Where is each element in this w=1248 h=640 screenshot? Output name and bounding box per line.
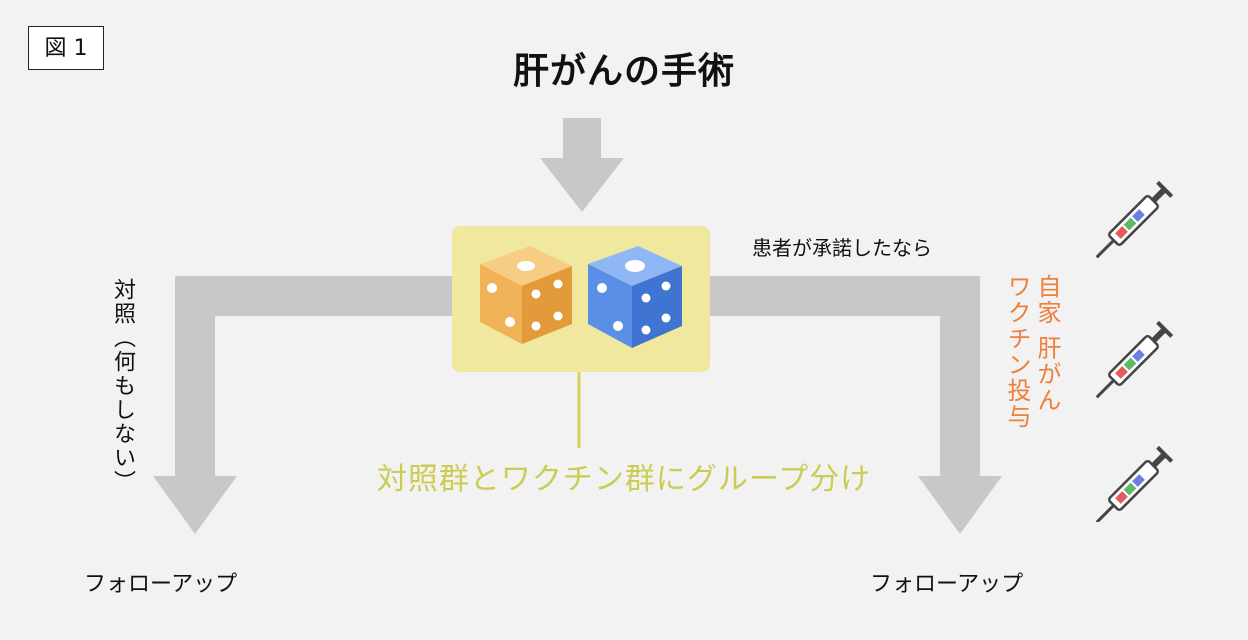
orange-die-icon	[480, 246, 572, 344]
right-branch-arrow	[710, 276, 1002, 534]
top-arrow	[540, 118, 624, 212]
vaccine-label-line-1: 自家 肝がん	[1033, 274, 1061, 414]
blue-die-icon	[588, 246, 682, 348]
surgery-title: 肝がんの手術	[512, 51, 735, 92]
vaccine-label-line-2: ワクチン投与	[1003, 274, 1031, 430]
grouping-text: 対照群とワクチン群にグループ分け	[376, 462, 872, 497]
syringe-icon	[1095, 180, 1174, 259]
syringe-icon	[1095, 445, 1174, 522]
figure-label: 図 1	[28, 26, 104, 70]
control-group-label: 対照（何もしない）	[110, 278, 135, 494]
consent-condition-text: 患者が承諾したなら	[752, 236, 932, 260]
left-branch-arrow	[153, 276, 452, 534]
dice-icons	[480, 246, 682, 348]
vaccine-group-label: 自家 肝がん ワクチン投与	[1002, 274, 1062, 430]
syringe-icons	[1095, 180, 1174, 522]
follow-up-left: フォローアップ	[84, 572, 238, 597]
randomization-dice-box	[452, 226, 710, 372]
syringe-icon	[1095, 320, 1174, 399]
follow-up-right: フォローアップ	[870, 572, 1024, 597]
